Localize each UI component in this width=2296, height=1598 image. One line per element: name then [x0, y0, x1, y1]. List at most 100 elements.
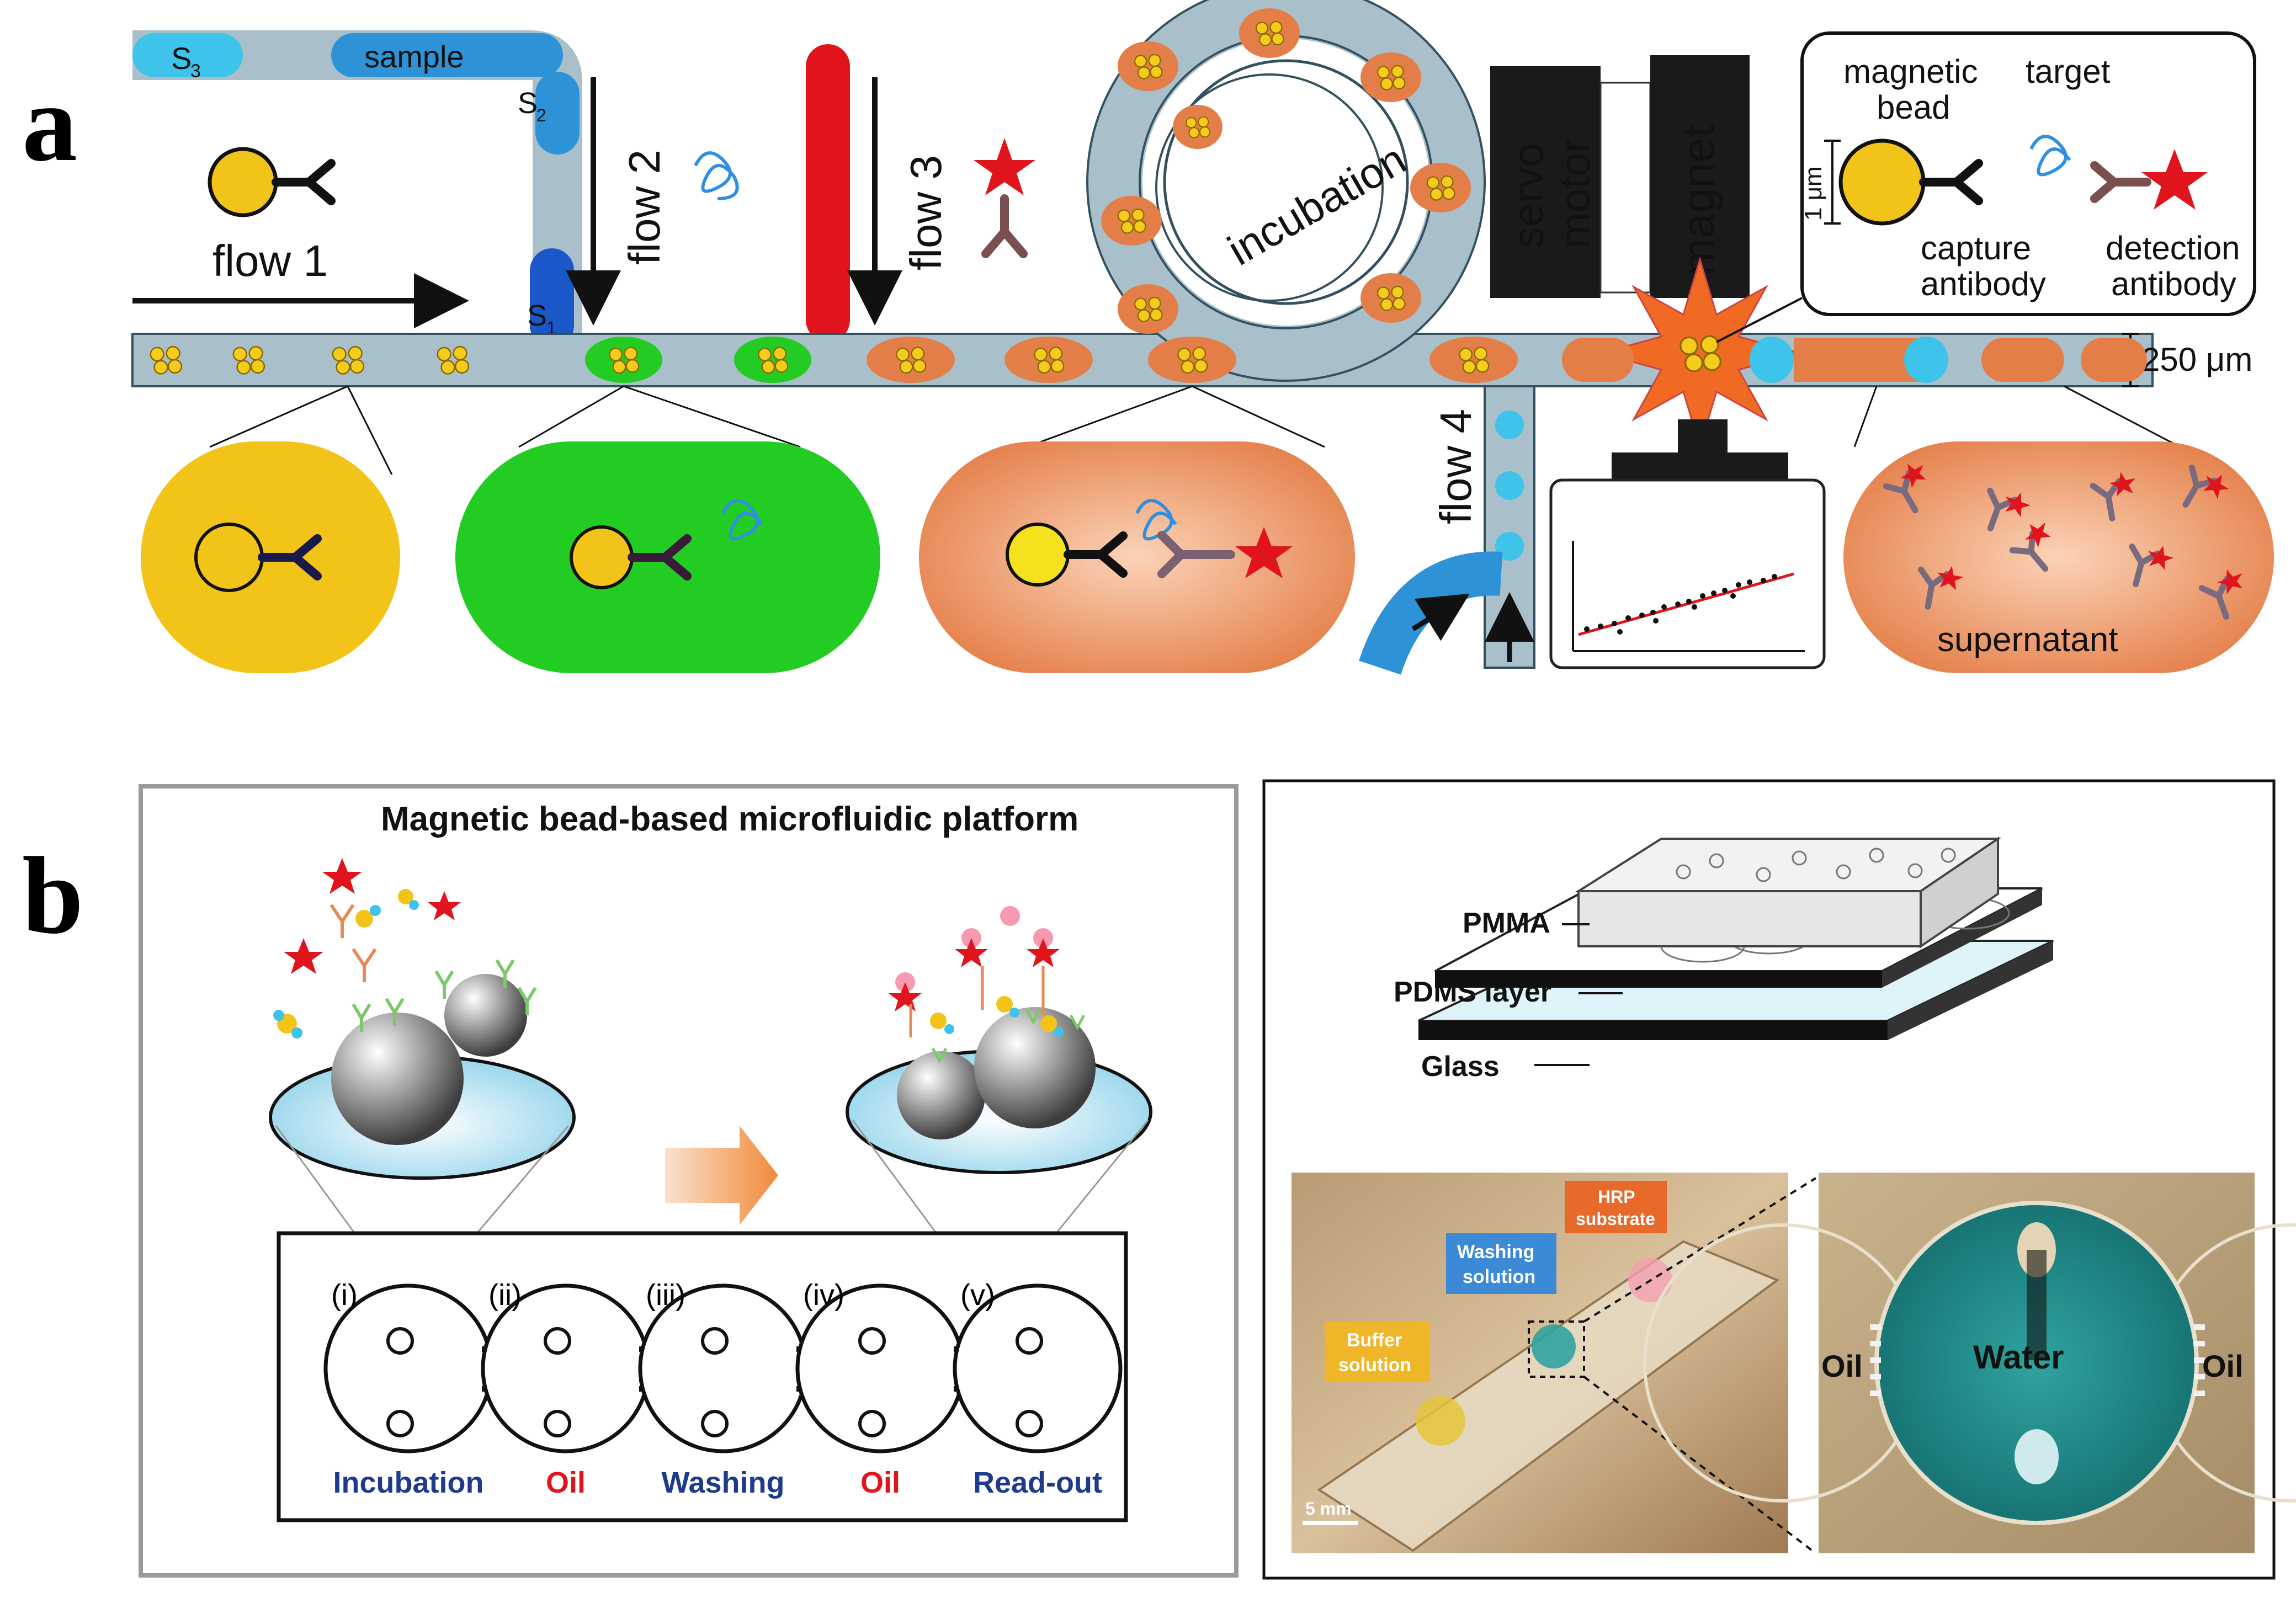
chamber-port — [1016, 1410, 1043, 1437]
supernatant-antibody — [2009, 522, 2051, 572]
buffer-label: Buffer — [1347, 1330, 1402, 1351]
process-arrow — [665, 1126, 778, 1225]
chamber-roman-label: (iv) — [803, 1279, 844, 1312]
s1-plug — [530, 248, 574, 348]
inset-box — [1800, 31, 2256, 316]
scatter-point — [1730, 593, 1736, 599]
inset-target-icon — [2029, 135, 2071, 177]
zoom-connectors — [209, 385, 2181, 475]
inset-detection-antibody — [2090, 161, 2151, 203]
motor-label: motor — [1550, 139, 1599, 248]
panel-b-letter: b — [22, 835, 83, 957]
orange-zoom-bead — [1006, 523, 1123, 587]
flow1-antibody-bead — [208, 147, 331, 217]
chamber-port — [386, 1410, 414, 1437]
camera-readout-box — [1549, 478, 1826, 669]
scatter-point — [1650, 610, 1656, 615]
red-inlet — [806, 44, 850, 342]
supernatant-antibody — [2182, 464, 2229, 508]
inset-detection-antibody-label: antibody — [2111, 265, 2236, 302]
buffer-solution-label: solution — [1338, 1355, 1411, 1376]
washing-tag — [1446, 1233, 1556, 1294]
right-small-bead — [897, 1051, 985, 1139]
layer-stack — [1418, 837, 2054, 1066]
scatter-point — [1617, 629, 1623, 635]
supernatant-antibody — [2198, 569, 2242, 620]
chamber-port — [701, 1327, 729, 1355]
layer-pmma: PMMA — [1463, 907, 1550, 939]
hrp-tag — [1565, 1181, 1667, 1233]
supernatant-label: supernatant — [1937, 621, 2118, 659]
chamber-roman-label: (v) — [960, 1279, 995, 1312]
scatter-point — [1661, 604, 1667, 610]
inset-detection-label: detection — [2106, 230, 2240, 267]
supernatant-antibody — [1918, 566, 1964, 610]
flow1-label: flow 1 — [212, 236, 328, 285]
chamber-port — [544, 1410, 571, 1437]
supernatant-antibody — [2090, 472, 2136, 521]
scatter-point — [1761, 578, 1766, 583]
right-large-bead — [974, 1007, 1096, 1128]
inset-magnetic-label: magnetic — [1843, 53, 1978, 90]
panel-b: b Magnetic bead-based microfluidic platf… — [22, 779, 2296, 1580]
left-large-bead — [331, 1013, 464, 1145]
orange-zoom-star-icon — [1235, 527, 1293, 578]
yellow-zoom-bead — [194, 523, 317, 592]
chamber-roman-label: (i) — [331, 1279, 358, 1312]
buffer-tag — [1325, 1322, 1429, 1382]
washing-label: Washing — [1457, 1242, 1534, 1263]
chamber-5 — [953, 1283, 1123, 1453]
green-zoom-bead — [570, 525, 687, 589]
inset-target-label: target — [2026, 53, 2111, 90]
flow3-label: flow 3 — [901, 155, 950, 270]
s3-sub: 3 — [190, 61, 201, 82]
chamber-label: Oil — [546, 1466, 586, 1499]
s2-label: S — [518, 87, 538, 120]
scatter-point — [1653, 618, 1659, 624]
supernatant-antibodies — [1883, 464, 2242, 620]
chamber-label: Oil — [860, 1466, 900, 1499]
sample-label: sample — [364, 39, 464, 74]
s3-plug — [132, 33, 243, 77]
green-zoom-target-icon — [721, 499, 763, 541]
left-small-bead — [444, 974, 527, 1057]
scatter-point — [1639, 612, 1645, 618]
inset-capture-label: capture — [1921, 230, 2031, 267]
panel-a: a S 3 sample S 2 S 1 flow 1 flow 2 flow … — [22, 0, 2274, 675]
hrp-label: HRP — [1598, 1187, 1635, 1207]
chamber-roman-label: (ii) — [488, 1279, 522, 1312]
washing-solution-label: solution — [1463, 1266, 1535, 1287]
chamber-row: (i)Incubation(ii)Oil(iii)Washing(iv)Oil(… — [323, 1279, 1123, 1499]
channel-droplets — [150, 8, 2147, 383]
zoom-oil-left: Oil — [1821, 1349, 1863, 1383]
magnet-label: magnet — [1673, 125, 1724, 276]
chamber-port — [858, 1327, 886, 1355]
scatter-point — [1612, 621, 1617, 626]
sample-plug — [331, 33, 563, 77]
right-molecules — [889, 906, 1086, 1064]
servo-motor — [1490, 66, 1601, 298]
chamber-label: Washing — [662, 1466, 785, 1499]
chamber-port — [544, 1327, 571, 1355]
chamber-port — [701, 1410, 729, 1437]
orange-droplet-zoom — [919, 441, 1355, 673]
inset-star-icon — [2141, 149, 2208, 210]
panel-a-letter: a — [22, 62, 77, 184]
s2-plug — [535, 72, 580, 155]
platform-title: Magnetic bead-based microfluidic platfor… — [381, 800, 1078, 838]
s1-label: S — [527, 299, 547, 332]
scatter-point — [1700, 593, 1705, 599]
s2-sub: 2 — [536, 105, 546, 125]
scatter-point — [1692, 604, 1697, 610]
servo-label: servo — [1503, 143, 1552, 248]
flow3-star-icon — [974, 138, 1035, 195]
chamber-port — [386, 1327, 414, 1355]
inset-bead-label: bead — [1877, 89, 1950, 126]
scatter-point — [1625, 615, 1631, 621]
scatter-point — [1736, 582, 1741, 588]
chamber-port — [858, 1410, 886, 1437]
channel-height-label: 250 μm — [2141, 341, 2252, 378]
scatter-point — [1772, 574, 1777, 579]
inset-scale-label: 1 μm — [1800, 166, 1827, 221]
